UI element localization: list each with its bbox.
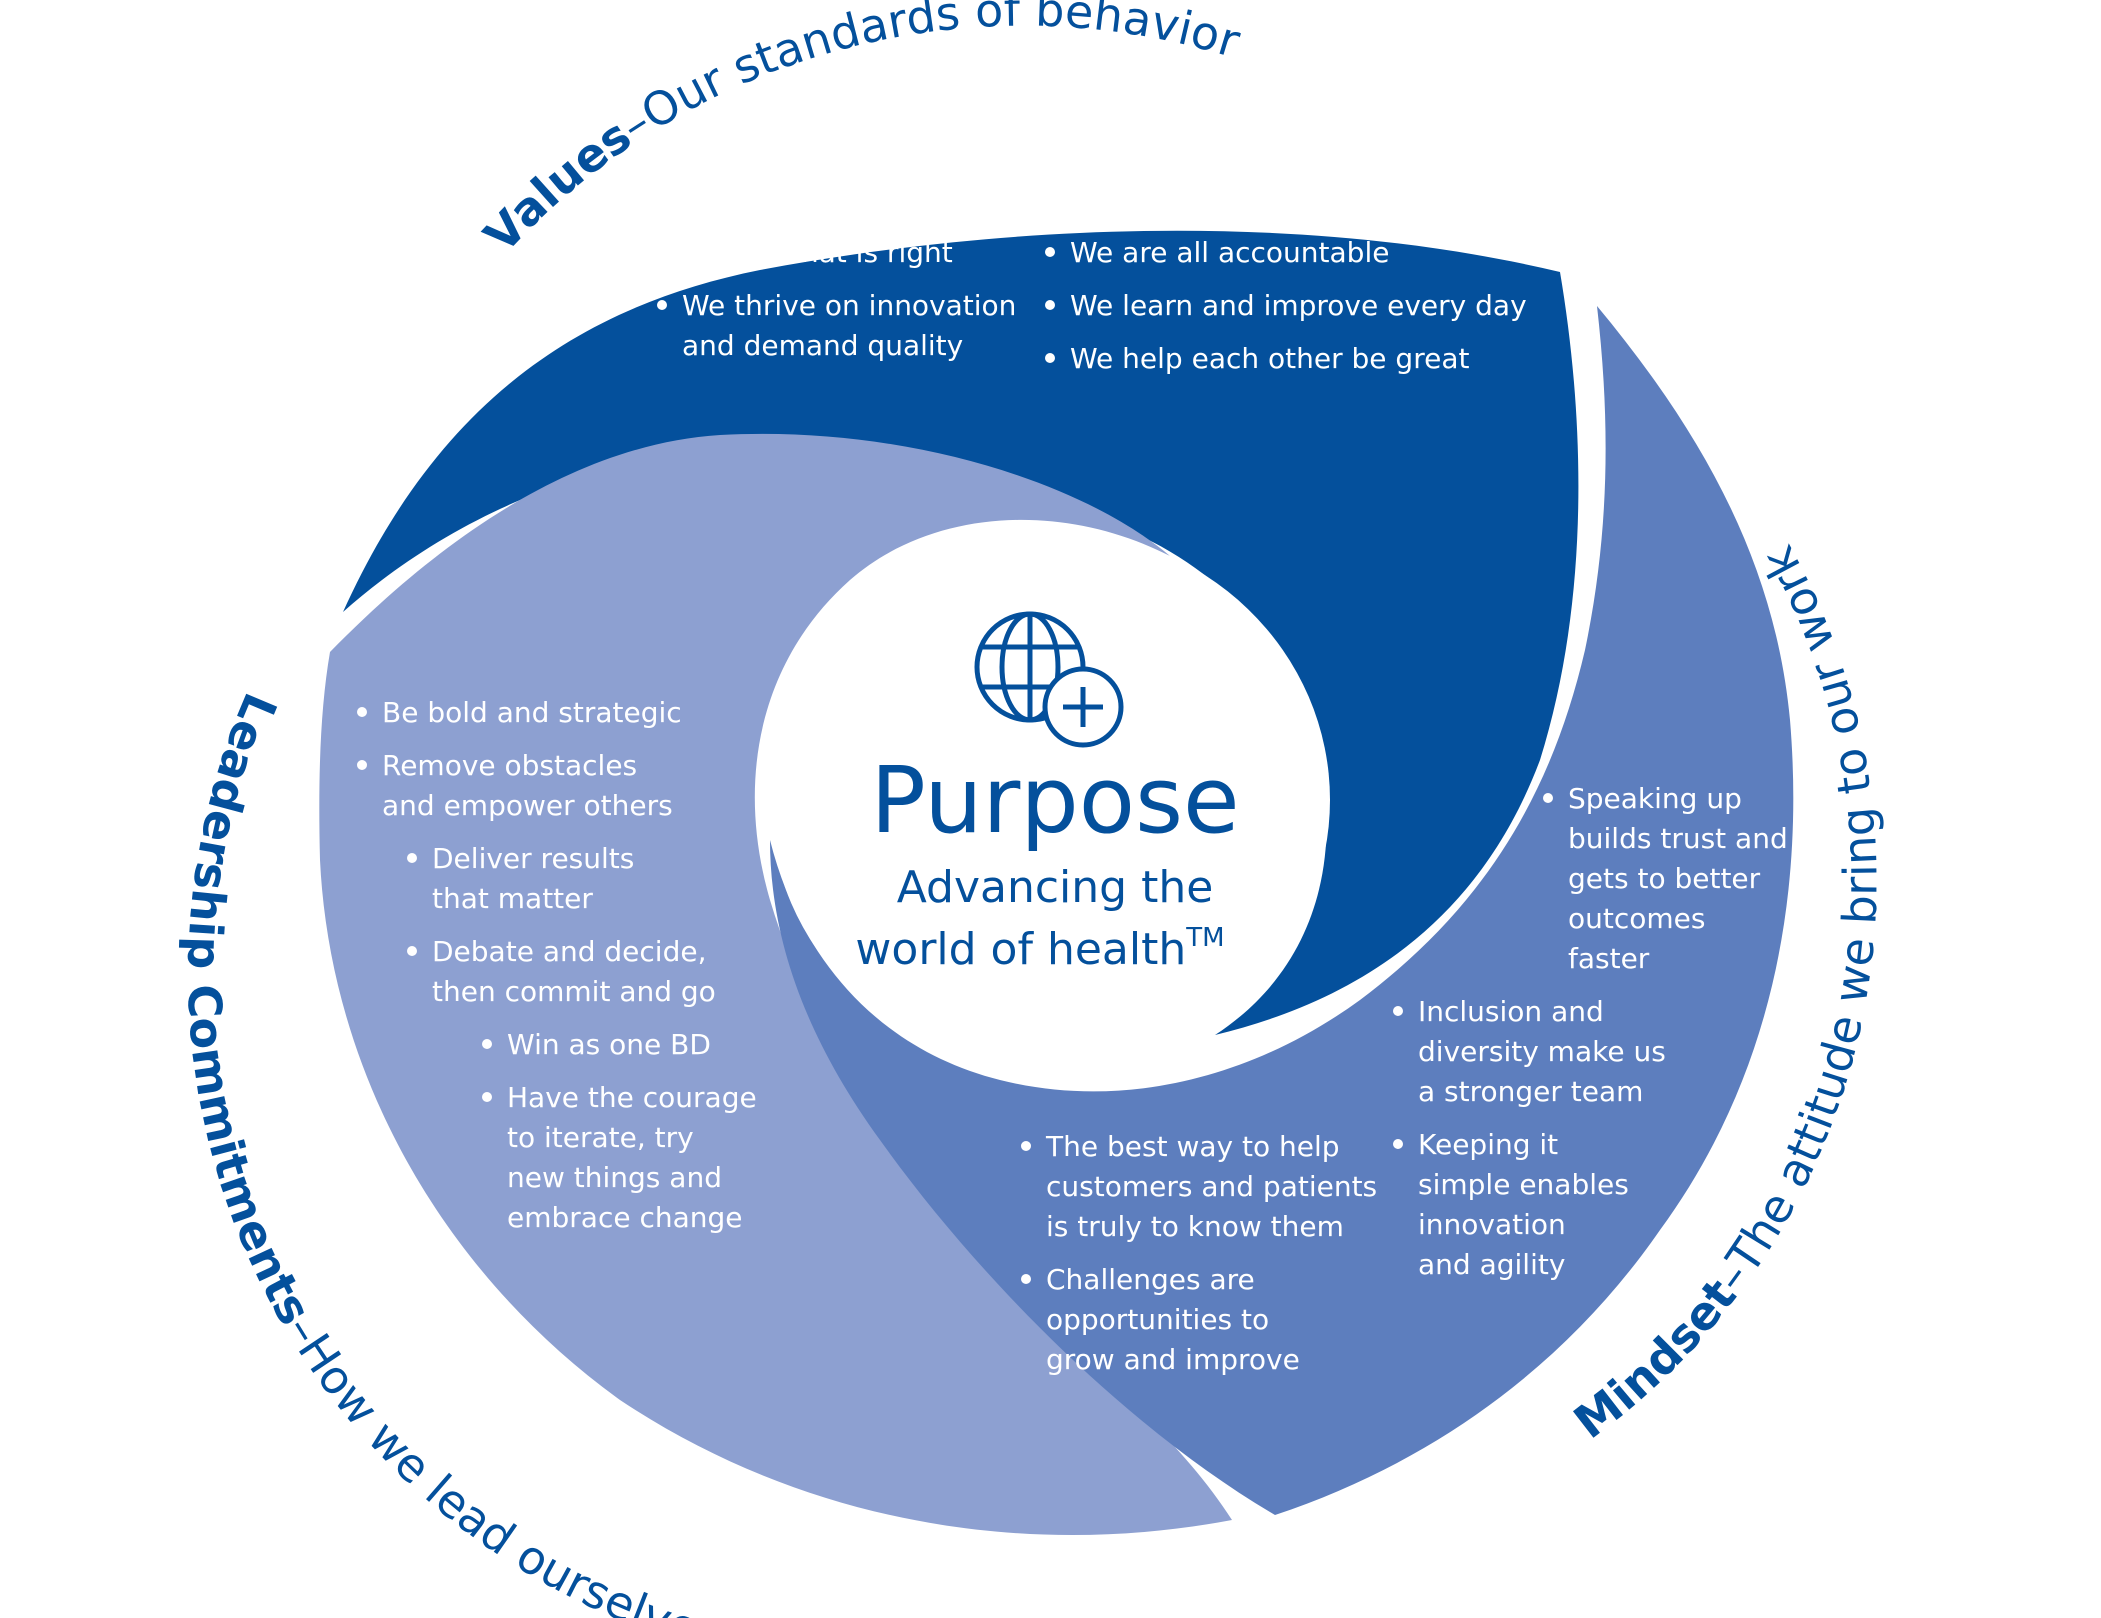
bullet-line: We do what is right xyxy=(682,236,953,269)
mindset-segment xyxy=(770,306,1794,1515)
center-disc xyxy=(770,530,1330,1070)
bullet-dot xyxy=(1393,1006,1403,1016)
bullet-line: builds trust and xyxy=(1568,822,1788,855)
bullet-item: We are all accountable xyxy=(1070,236,1389,269)
bullet-item: Be bold and strategic xyxy=(382,696,682,729)
bullet-item: Inclusion and diversity make us a stronger… xyxy=(1418,995,1666,1108)
bullet-dot xyxy=(1393,1139,1403,1149)
values-bullets-col1: We do what is right We thrive on innovati… xyxy=(657,236,1016,362)
bullet-line: Win as one BD xyxy=(507,1028,711,1061)
bullet-line: faster xyxy=(1568,942,1650,975)
bullet-item: Keeping it simple enables innovation and ag… xyxy=(1418,1128,1629,1281)
bullet-dot xyxy=(1021,1274,1031,1284)
bullet-line: The best way to help xyxy=(1045,1130,1340,1163)
bullet-dot xyxy=(407,853,417,863)
purpose-subtitle-line2: world of healthTM xyxy=(855,923,1224,975)
bullet-item: Remove obstacles and empower others xyxy=(382,749,673,822)
bullet-dot xyxy=(1045,353,1055,363)
bullet-dot xyxy=(657,247,667,257)
bullet-line: Speaking up xyxy=(1568,782,1742,815)
bullet-line: a stronger team xyxy=(1418,1075,1643,1108)
bullet-line: We thrive on innovation xyxy=(682,289,1016,322)
leadership-title-bold: Leadership Commitments xyxy=(177,686,322,1334)
bullet-line: to iterate, try xyxy=(507,1121,694,1154)
bullet-item: Speaking up builds trust and gets to bette… xyxy=(1568,782,1788,975)
mindset-bullets-bottom: The best way to help customers and patien… xyxy=(1021,1130,1377,1376)
bullet-line: grow and improve xyxy=(1046,1343,1300,1376)
bullet-line: We learn and improve every day xyxy=(1070,289,1527,322)
bullet-item: We help each other be great xyxy=(1070,342,1469,375)
bullet-line: We help each other be great xyxy=(1070,342,1469,375)
globe-plus-icon xyxy=(974,611,1124,748)
trademark-mark: TM xyxy=(1185,923,1224,953)
bullet-dot xyxy=(482,1092,492,1102)
bullet-item: Win as one BD xyxy=(507,1028,711,1061)
bullet-dot xyxy=(1543,793,1553,803)
bullet-dot xyxy=(482,1039,492,1049)
bullet-item: Challenges are opportunities to grow and i… xyxy=(1046,1263,1300,1376)
bullet-dot xyxy=(1045,247,1055,257)
bullet-line: We are all accountable xyxy=(1070,236,1389,269)
bullet-line: customers and patients xyxy=(1046,1170,1377,1203)
values-segment xyxy=(343,230,1579,1036)
bullet-line: is truly to know them xyxy=(1046,1210,1344,1243)
bullet-line: and demand quality xyxy=(682,329,963,362)
bullet-line: outcomes xyxy=(1568,902,1705,935)
bullet-line: Have the courage xyxy=(507,1081,757,1114)
bullet-item: Debate and decide, then commit and go xyxy=(432,935,716,1008)
mindset-bullets-right: Speaking up builds trust and gets to bette… xyxy=(1393,782,1788,1281)
bullet-line: simple enables xyxy=(1418,1168,1629,1201)
bullet-line: that matter xyxy=(432,882,593,915)
bullet-line: then commit and go xyxy=(432,975,716,1008)
bullet-item: We learn and improve every day xyxy=(1070,289,1527,322)
values-bullets-col2: We are all accountable We learn and impro… xyxy=(1045,236,1527,375)
bullet-item: We do what is right xyxy=(682,236,953,269)
bullet-line: opportunities to xyxy=(1046,1303,1269,1336)
bullet-dot xyxy=(357,707,367,717)
bullet-item: We thrive on innovation and demand qualit… xyxy=(682,289,1016,362)
bullet-line: and agility xyxy=(1418,1248,1565,1281)
bullet-line: Deliver results xyxy=(432,842,634,875)
bullet-line: Debate and decide, xyxy=(432,935,706,968)
bullet-line: and empower others xyxy=(382,789,673,822)
values-title: Values–Our standards of behavior xyxy=(474,0,1246,263)
bullet-item: Deliver results that matter xyxy=(432,842,634,915)
bullet-line: Inclusion and xyxy=(1418,995,1604,1028)
bullet-line: new things and xyxy=(507,1161,722,1194)
leadership-segment xyxy=(319,433,1232,1535)
bullet-dot xyxy=(357,760,367,770)
bullet-dot xyxy=(1021,1141,1031,1151)
bullet-line: Remove obstacles xyxy=(382,749,637,782)
bullet-line: diversity make us xyxy=(1418,1035,1666,1068)
bullet-dot xyxy=(657,300,667,310)
values-title-rest: –Our standards of behavior xyxy=(611,0,1246,153)
bullet-item: Have the courage to iterate, try new thing… xyxy=(507,1081,757,1234)
bullet-dot xyxy=(407,946,417,956)
bullet-line: innovation xyxy=(1418,1208,1566,1241)
bullet-line: gets to better xyxy=(1568,862,1761,895)
purpose-subtitle-line1: Advancing the xyxy=(897,862,1214,913)
values-title-bold: Values xyxy=(474,108,641,262)
bullet-line: Be bold and strategic xyxy=(382,696,682,729)
bullet-dot xyxy=(1045,300,1055,310)
bullet-item: The best way to help customers and patien… xyxy=(1045,1130,1377,1243)
bullet-line: embrace change xyxy=(507,1201,743,1234)
purpose-title: Purpose xyxy=(870,747,1239,854)
bullet-line: Keeping it xyxy=(1418,1128,1558,1161)
bullet-line: Challenges are xyxy=(1046,1263,1255,1296)
